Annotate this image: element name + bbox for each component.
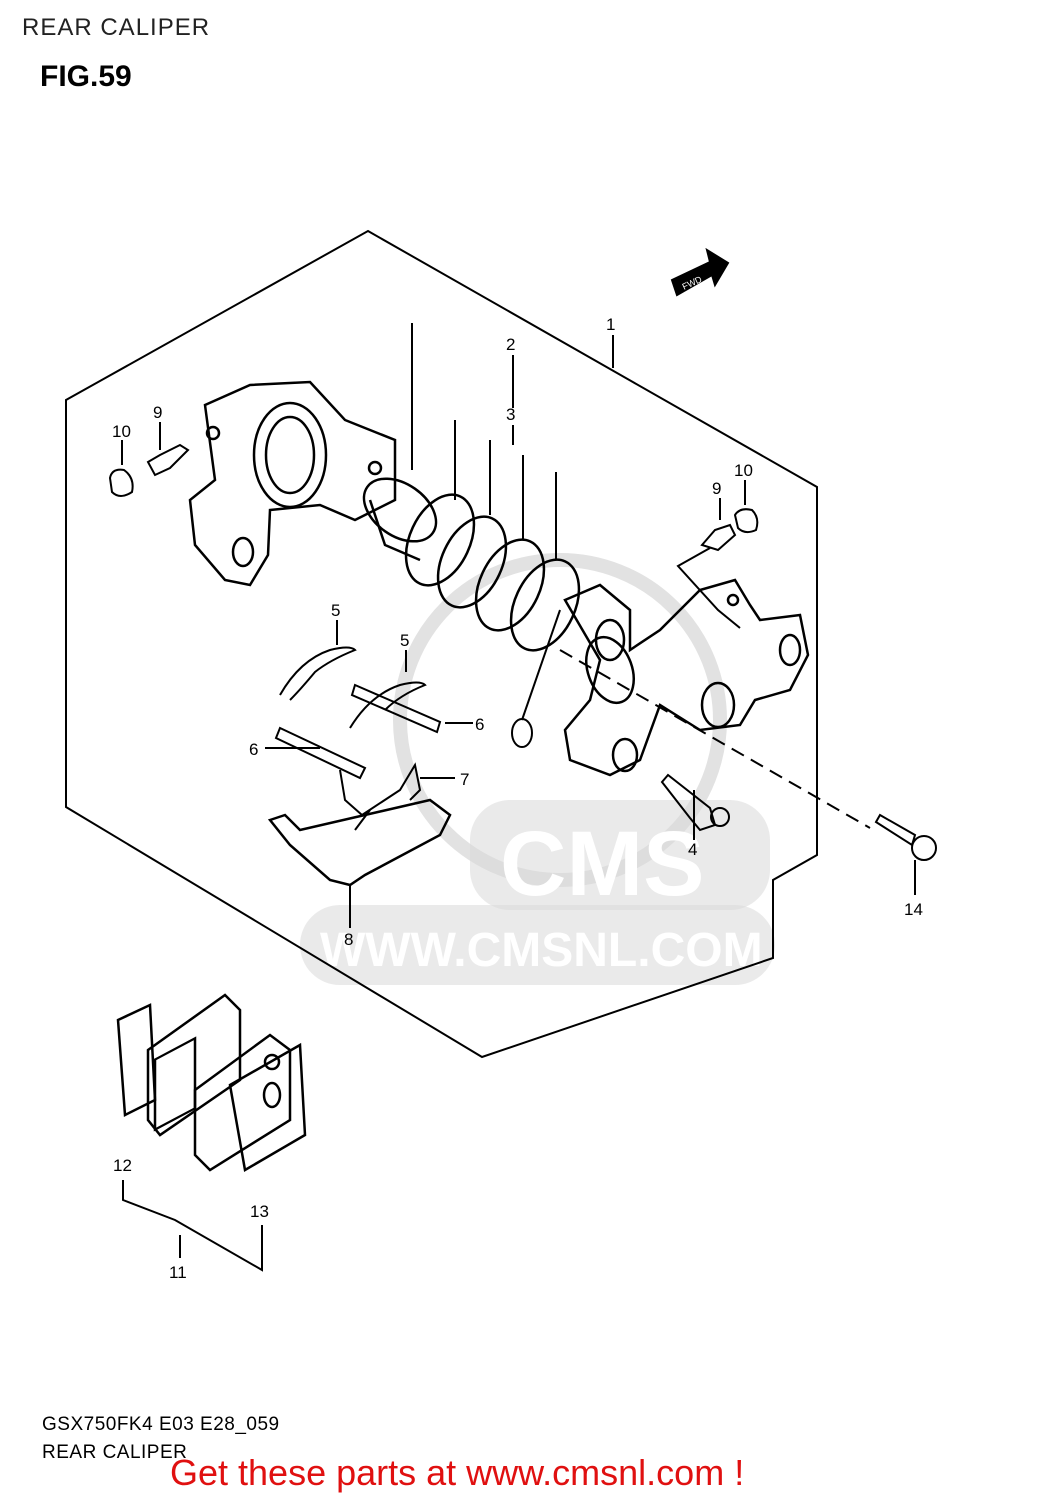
cmsnl-promo-banner[interactable]: Get these parts at www.cmsnl.com ! bbox=[170, 1452, 745, 1493]
label-part-13: 13 bbox=[250, 1202, 269, 1221]
label-part-6-left: 6 bbox=[249, 740, 258, 759]
bleeder-valve-right bbox=[700, 523, 737, 552]
fwd-arrow-icon bbox=[670, 247, 730, 297]
footer-caption: REAR CALIPER bbox=[42, 1442, 188, 1463]
label-part-9-left: 9 bbox=[153, 403, 162, 422]
cms-watermark: CMS WWW.CMSNL.COM bbox=[300, 553, 775, 985]
pad-set-bracket-11 bbox=[122, 1180, 263, 1272]
bleeder-cap-right bbox=[733, 508, 759, 534]
caliper-bracket bbox=[563, 578, 810, 777]
label-part-11: 11 bbox=[169, 1263, 187, 1282]
label-part-10-left: 10 bbox=[112, 422, 131, 441]
assembly-1-outline bbox=[65, 229, 818, 1059]
label-part-10-right: 10 bbox=[734, 461, 753, 480]
watermark-brand: CMS bbox=[500, 813, 704, 915]
model-code: GSX750FK4 E03 E28_059 bbox=[42, 1414, 280, 1435]
page-header-title: REAR CALIPER bbox=[22, 14, 211, 41]
piston-seals bbox=[404, 493, 581, 652]
label-part-5-lower: 5 bbox=[400, 631, 409, 650]
label-part-6-right: 6 bbox=[475, 715, 484, 734]
washer bbox=[511, 718, 533, 748]
label-part-7: 7 bbox=[460, 770, 469, 789]
label-part-12: 12 bbox=[113, 1156, 132, 1175]
pin-6-upper bbox=[350, 683, 442, 734]
pin-6-lower bbox=[274, 726, 367, 780]
label-part-4: 4 bbox=[688, 840, 697, 859]
label-part-1: 1 bbox=[606, 315, 615, 334]
label-part-9-right: 9 bbox=[712, 479, 721, 498]
label-part-3: 3 bbox=[506, 405, 515, 424]
piston bbox=[362, 477, 438, 562]
watermark-url: WWW.CMSNL.COM bbox=[320, 924, 763, 977]
bolt-4 bbox=[660, 773, 730, 832]
brake-pad-13 bbox=[193, 1033, 307, 1172]
brake-pad-12 bbox=[116, 993, 242, 1137]
pad-shim-8 bbox=[267, 798, 452, 887]
clip-5-upper bbox=[279, 646, 357, 701]
bleeder-valve-left bbox=[146, 443, 190, 477]
label-part-8: 8 bbox=[344, 930, 353, 949]
bleeder-cap-left bbox=[108, 468, 134, 497]
bolt-14 bbox=[874, 813, 937, 861]
figure-number: FIG.59 bbox=[40, 60, 132, 93]
caliper-body-outer bbox=[188, 380, 397, 587]
label-part-2: 2 bbox=[506, 335, 515, 354]
label-part-5-upper: 5 bbox=[331, 601, 340, 620]
label-part-14: 14 bbox=[904, 900, 923, 919]
